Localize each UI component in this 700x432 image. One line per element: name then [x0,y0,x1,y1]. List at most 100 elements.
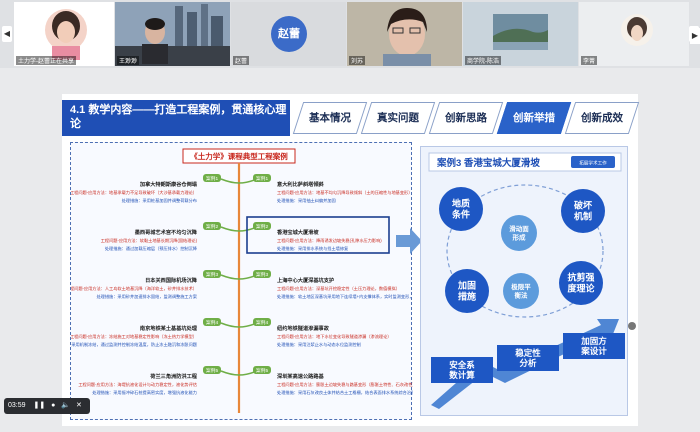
case-tag: 案例2 [206,223,219,230]
case-mindmap: 《土力学》课程典型工程案例案例1 加拿大特朗斯康谷仓倒塌工程问题-应用方法：地基承… [50,142,460,420]
cycle-node-label: 衡法 [515,290,529,299]
cycle-node-label: 滑动面 [509,224,529,233]
pause-icon[interactable]: ❚❚ [33,402,46,409]
case-problem: 工程问题-应用方法：膨胀土边坡失稳与路基变形（膨胀土特性、石灰改性） [277,381,413,388]
case-tag: 案例2 [256,223,269,230]
case-tag: 案例4 [206,319,219,326]
case-tag: 案例3 [206,271,219,278]
participant-name: 商学院-陈浩 [465,56,501,65]
case-problem: 工程问题-应用方法：人工岛软土地基沉降（海洋软土，砂井排水技术） [71,285,197,292]
case-problem: 工程问题-应用方法：冻结施工对地基稳定性影响（冻土热力学模型） [71,333,197,340]
tab-innovation-measures[interactable]: 创新举措 [496,102,572,134]
case-problem: 工程问题-应用方法：海堤抗液化设计与动力稳定性，液化势评估 [78,381,197,388]
cycle-node [503,273,539,309]
participant-tile-3[interactable]: 赵蕾 赵蕾 [231,2,346,66]
analysis-block-label: 数计算 [449,370,475,380]
tab-innovation-idea[interactable]: 创新思路 [428,102,504,134]
case-solution: 处理措施：通过加载压缩层（预压排水）控制沉降 [105,245,198,252]
speaker-icon[interactable]: 🔈 [61,402,71,409]
avatar-landscape [463,2,578,66]
cycle-node-label: 破坏 [574,200,592,211]
case-tag-pill [203,174,221,182]
analysis-block [431,357,493,383]
cycle-node-label: 形成 [513,232,527,241]
highlight-box [246,216,390,254]
case-solution: 处理措施：软土地区深基坑采用地下连续墙+内支撑体系，实时监测变形，防止坑底隆起和… [277,293,413,300]
participant-name: 刘苏 [349,56,366,65]
close-icon[interactable]: ✕ [76,402,82,409]
case-title: 荷兰三角洲防洪工程 [150,372,198,380]
case-tag-pill [203,270,221,278]
case-tag: 案例1 [206,175,219,182]
case-tag-pill [253,174,271,182]
case-problem: 工程问题-应用方法：软黏土地基长期沉降(固结理论) [101,237,198,244]
case-solution: 处理措施：采用注浆止水与动态水位监测控制 [277,341,361,348]
case-tag-pill [253,366,271,374]
panel-toggle-button[interactable]: ▶ [690,28,700,44]
video-feed [115,2,230,66]
case-panel-title: 案例3 香港宝城大厦滑坡 [436,157,540,169]
mindmap-branch [220,178,240,184]
case-title: 纽约地铁隧道渗漏事故 [277,324,330,332]
case-problem: 工程问题-应用方法：地下水位变化导致隧道渗漏（渗流理论） [277,333,391,340]
case-solution: 处理措施：采用振冲碎石桩提高密实度，增强抗液化能力 [92,389,197,396]
participant-name: 赵蕾 [233,56,250,65]
case-title: 香港宝城大厦滑坡 [277,228,319,236]
case-solution: 处理措施：采用桩基加固并调整荷载分布 [122,197,197,204]
case-title: 加拿大特朗斯康谷仓倒塌 [139,180,197,188]
participant-tile-4[interactable]: 刘苏 [347,2,462,66]
participant-tile-5[interactable]: 商学院-陈浩 [463,2,578,66]
case-title: 深圳某高速公路路基 [277,372,325,380]
case-problem: 工程问题-应用方法：深基坑开挖稳定性（土压力理论，数值模拟） [277,285,400,292]
cycle-node [561,189,605,233]
case-badge: 拓展学术工作 [579,160,607,167]
case-solution: 处理措施：采用机制冻结，通过监测并控制冻结温度，防止冻土融沉和冻胀问题 [71,341,198,348]
playback-controls: 03:59 ❚❚ ● 🔈 ✕ [4,398,90,414]
tab-innovation-results[interactable]: 创新成效 [564,102,640,134]
case-title: 上海中心大厦深基坑支护 [277,276,334,284]
cycle-node-label: 地质 [452,198,470,209]
slide-dot-indicator[interactable] [628,322,636,330]
participant-tile-2[interactable]: 王渺渺 [115,2,230,66]
case-tag-pill [253,318,271,326]
analysis-block-label: 加固方 [580,336,607,346]
case-solution: 处理措施：采用石灰改良土体并结合土工格栅，结合表面排水系统综合治理 [277,389,413,396]
case-tag-pill [203,366,221,374]
strip-prev-button[interactable]: ◀ [2,26,12,42]
avatar-text: 赵蕾 [271,16,307,52]
analysis-block-label: 案设计 [580,346,607,356]
analysis-block [563,333,625,359]
slide-header: 4.1 教学内容——打造工程案例，贯通核心理论 基本情况 真实问题 创新思路 创… [62,100,640,136]
case-tag: 案例3 [256,271,269,278]
case-tag: 案例5 [206,367,219,374]
cycle-node-label: 极限平 [511,282,531,291]
record-icon[interactable]: ● [51,402,56,409]
analysis-block [497,345,559,371]
case-tag: 案例5 [256,367,269,374]
mindmap-title: 《土力学》课程典型工程案例 [190,151,288,161]
participant-tile-1[interactable]: 土力学-赵蕾正在共享 [14,2,114,66]
mindmap-branch [220,370,240,376]
participant-name: 土力学-赵蕾正在共享 [16,56,76,65]
video-feed [347,2,462,66]
cycle-node [439,187,483,231]
case-problem: 工程问题-应用方法：地基承载力不足导致破坏（大沙基承载力理论） [71,189,197,196]
mindmap-branch [220,226,240,232]
tab-real-problem[interactable]: 真实问题 [360,102,436,134]
participant-tile-6[interactable]: 李菁 [579,2,689,66]
analysis-block-label: 稳定性 [515,348,541,358]
case-tag: 案例1 [256,175,269,182]
avatar-portrait [621,14,653,46]
mindmap-branch [220,322,240,328]
case-tag-pill [203,222,221,230]
tab-basic-info[interactable]: 基本情况 [292,102,368,134]
case-solution: 处理措施：采用砂井加速排水固结，监测调整施工方案 [96,293,197,300]
cycle-node-label: 机制 [574,211,592,222]
avatar-portrait [45,9,87,60]
mindmap-branch [220,274,240,280]
case-problem: 工程问题-应用方法：降雨诱发边坡失稳(孔隙水压力影响) [277,237,382,244]
participant-name: 王渺渺 [117,56,140,65]
cycle-node [559,261,603,305]
case-title: 南京地铁某土基基坑处理 [140,324,198,332]
